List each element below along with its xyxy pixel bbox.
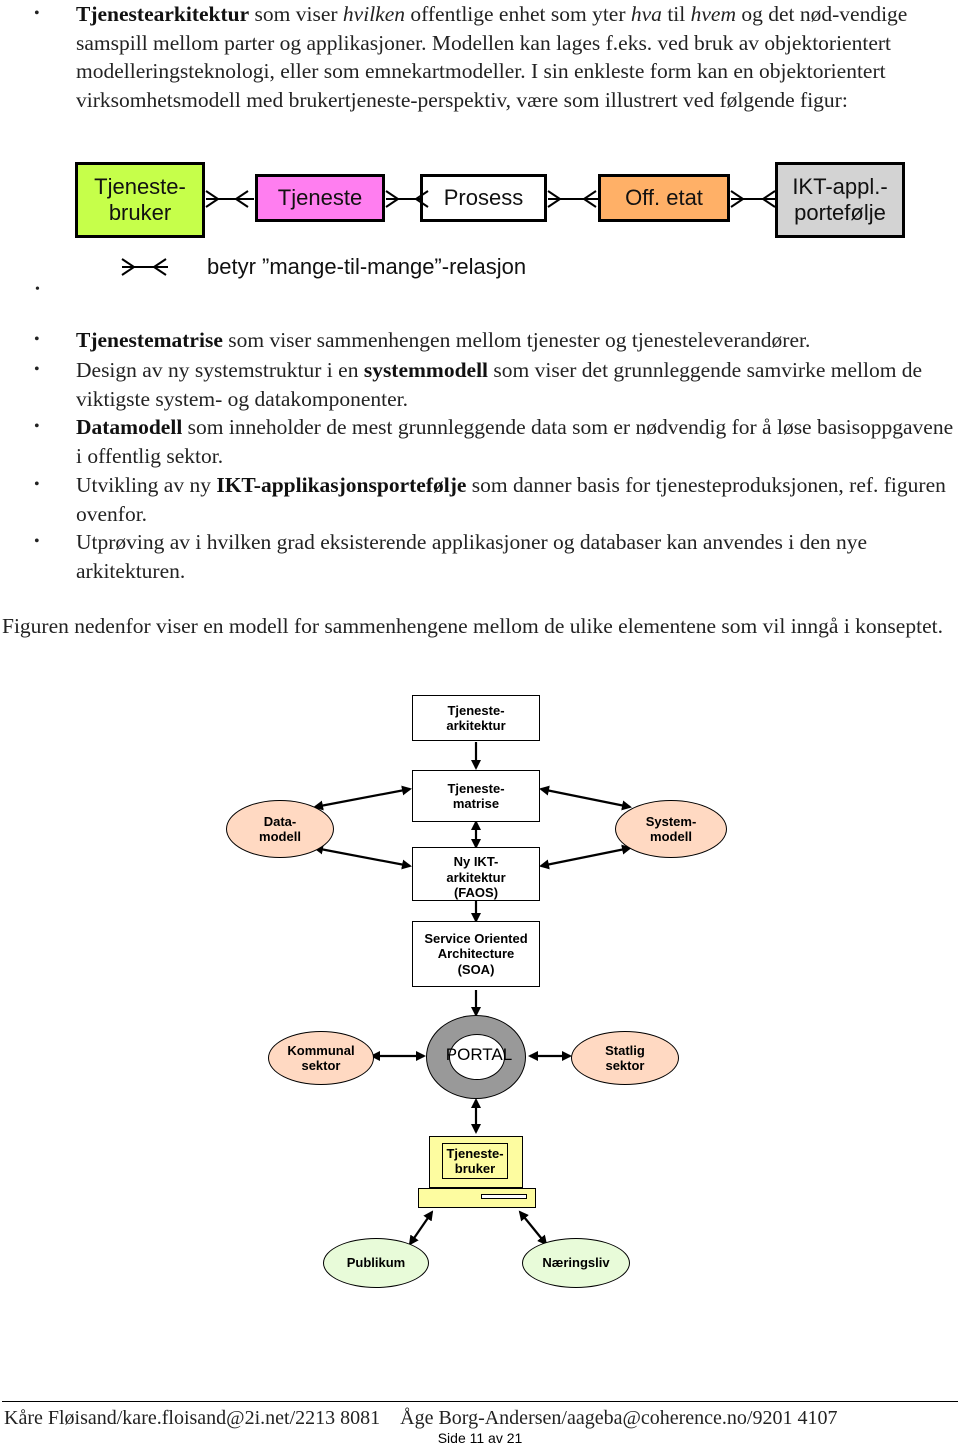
bullet-bold: IKT-applikasjonsportefølje <box>216 473 467 497</box>
fig1-box-off-etat: Off. etat <box>598 174 730 222</box>
portal-ring <box>426 1015 526 1099</box>
bullet-bold: systemmodell <box>363 358 489 382</box>
figure-intro-paragraph: Figuren nedenfor viser en modell for sam… <box>2 614 943 638</box>
node-naeringsliv: Næringsliv <box>522 1238 630 1288</box>
many-to-many-connector-1 <box>205 190 254 208</box>
bullet-dot: • <box>34 361 40 378</box>
footer-contacts: Kåre Fløisand/kare.floisand@2i.net/2213 … <box>4 1407 838 1429</box>
bullet-dot: • <box>34 331 40 348</box>
bullet-text: som danner basis for tjenesteproduksjone… <box>76 473 946 526</box>
node-soa: Service Oriented Architecture (SOA) <box>412 921 540 987</box>
bullet-item: Utprøving av i hvilken grad eksisterende… <box>76 528 956 585</box>
bullet-bold: Tjenestematrise <box>76 328 223 352</box>
bullet-item: Datamodell som inneholder de mest grunnl… <box>76 413 956 470</box>
bullet-bold: Datamodell <box>76 415 183 439</box>
fig1-box-tjeneste: Tjeneste <box>255 174 385 222</box>
legend-connector-symbol <box>121 258 168 276</box>
bullet-text: Utvikling av ny <box>76 473 217 497</box>
intro-italic: hvem <box>690 2 736 26</box>
bullet-dot: • <box>34 533 40 550</box>
footer-rule <box>2 1401 958 1402</box>
intro-text: til <box>661 2 691 26</box>
intro-paragraph: Tjenestearkitektur som viser hvilken off… <box>76 0 956 115</box>
node-publikum: Publikum <box>323 1238 429 1288</box>
computer-monitor-icon: Tjeneste- bruker <box>429 1136 523 1188</box>
bullet-text: som viser det grunnleggende samvirke mel… <box>76 358 923 411</box>
bullet-text: Utprøving av i hvilken grad eksisterende… <box>76 530 868 583</box>
bullet-text: som viser sammenhengen mellom tjenester … <box>222 328 811 352</box>
bullet-item: Tjenestematrise som viser sammenhengen m… <box>76 326 956 355</box>
node-tjenestearkitektur: Tjeneste- arkitektur <box>412 695 540 741</box>
intro-italic: hvilken <box>342 2 405 26</box>
node-systemmodell: System- modell <box>615 800 727 858</box>
intro-text: som viser <box>249 2 343 26</box>
bullet-item: Design av ny systemstruktur i en systemm… <box>76 356 956 413</box>
fig1-box-ikt-portefolje: IKT-appl.- portefølje <box>775 162 905 238</box>
intro-text: offentlige enhet som yter <box>405 2 631 26</box>
node-datamodell: Data- modell <box>226 800 334 858</box>
disk-slot-icon <box>481 1194 527 1199</box>
bullet-item: Utvikling av ny IKT-applikasjonsporteføl… <box>76 471 956 528</box>
bullet-text: som inneholder de mest grunnleggende dat… <box>76 415 954 468</box>
intro-term: Tjenestearkitektur <box>76 2 250 26</box>
fig1-box-tjenestebruker: Tjeneste- bruker <box>75 162 205 238</box>
node-ny-ikt-arkitektur: Ny IKT- arkitektur (FAOS) <box>412 847 540 901</box>
fig1-box-prosess: Prosess <box>420 174 547 222</box>
bullet-text: Design av ny systemstruktur i en <box>76 358 364 382</box>
node-tjenestebruker: Tjeneste- bruker <box>442 1143 508 1179</box>
node-statlig-sektor: Statlig sektor <box>571 1031 679 1085</box>
intro-text: og det nød-vendige samspill mellom parte… <box>76 2 908 113</box>
page-number: Side 11 av 21 <box>437 1430 523 1446</box>
bullet-dot: • <box>35 282 40 297</box>
computer-base-icon <box>418 1188 536 1208</box>
bullet-dot: • <box>34 418 40 435</box>
fig1-connectors <box>121 190 776 276</box>
portal-label: PORTAL <box>445 1045 513 1064</box>
bullet-dot: • <box>34 476 40 493</box>
intro-italic: hva <box>630 2 662 26</box>
node-tjenestematrise: Tjeneste- matrise <box>412 770 540 822</box>
portal-hole <box>449 1034 505 1080</box>
bullet-dot: • <box>34 5 40 22</box>
node-kommunal-sektor: Kommunal sektor <box>268 1031 374 1085</box>
many-to-many-connector-4 <box>730 190 776 208</box>
many-to-many-connector-3 <box>547 190 598 208</box>
fig1-legend-text: betyr ”mange-til-mange”-relasjon <box>207 254 527 279</box>
many-to-many-connector-2 <box>385 190 429 208</box>
